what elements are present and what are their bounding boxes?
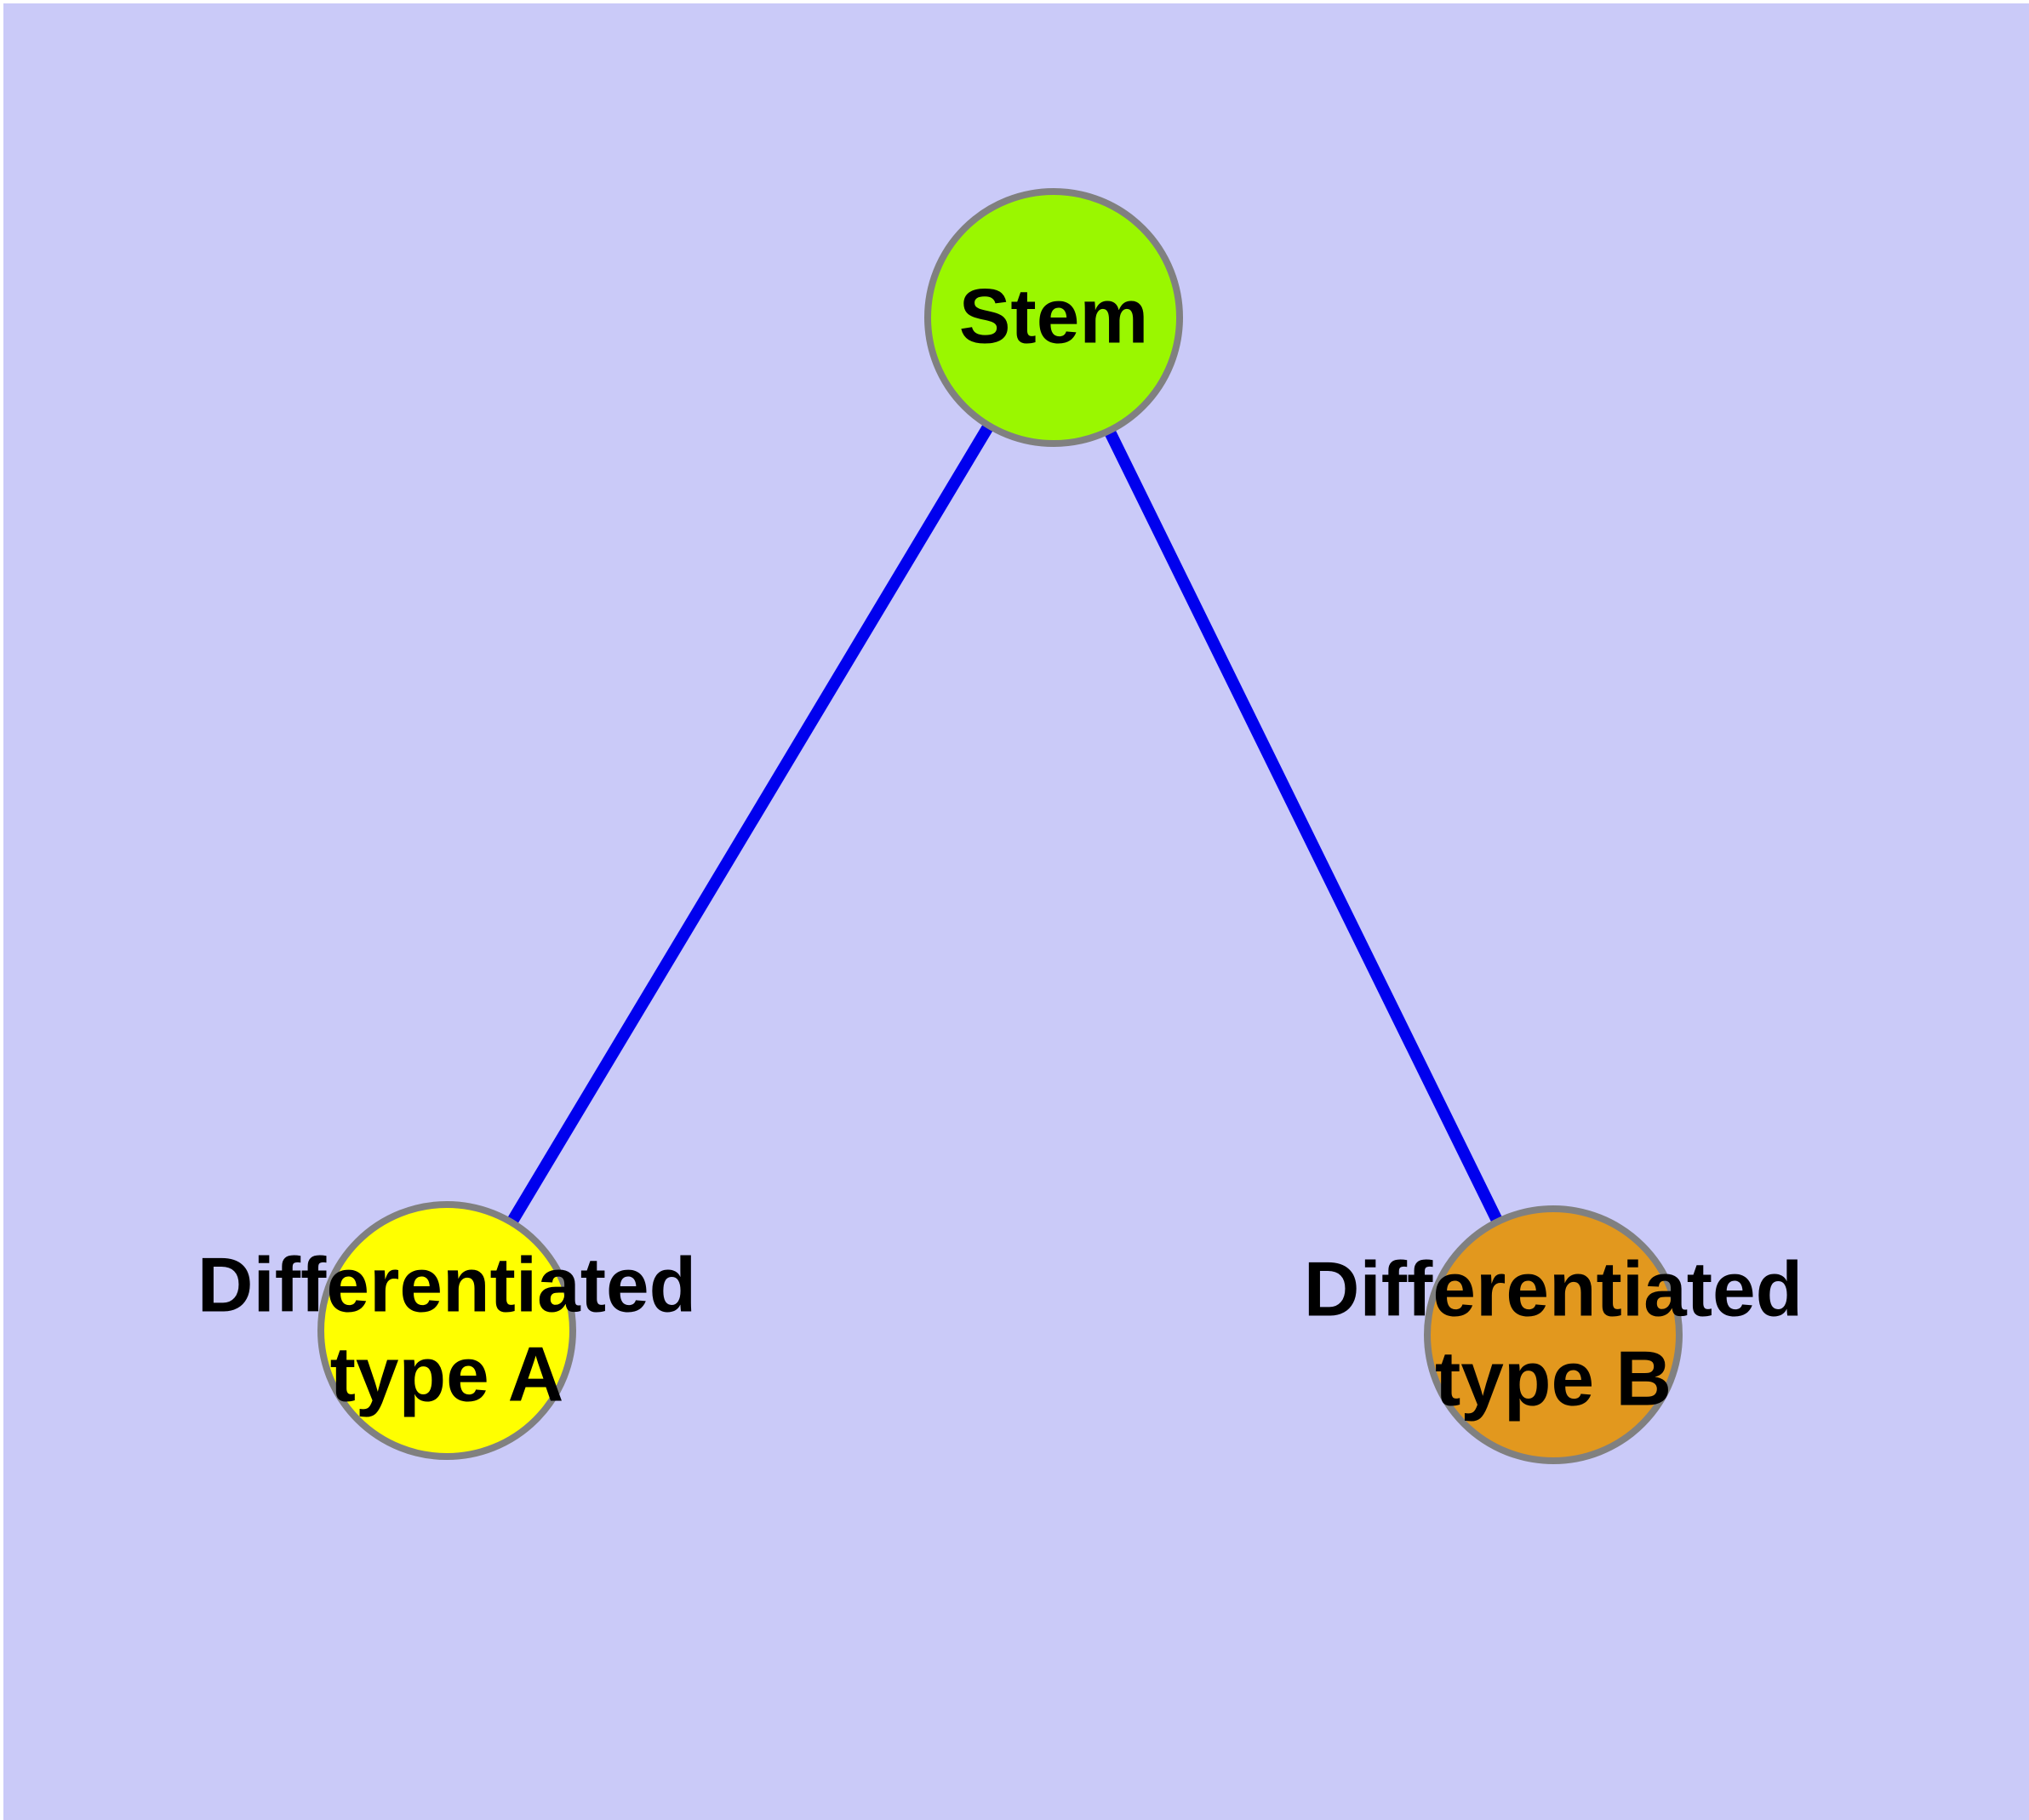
canvas-left-edge (0, 0, 3, 1820)
node-differentiated-type-a[interactable] (317, 1201, 576, 1460)
edge-stem-to-type-a[interactable] (441, 314, 1060, 1334)
canvas-top-edge (0, 0, 2029, 3)
edge-stem-to-type-b[interactable] (1048, 314, 1559, 1338)
node-stem[interactable] (924, 188, 1183, 447)
node-differentiated-type-b[interactable] (1424, 1205, 1683, 1464)
